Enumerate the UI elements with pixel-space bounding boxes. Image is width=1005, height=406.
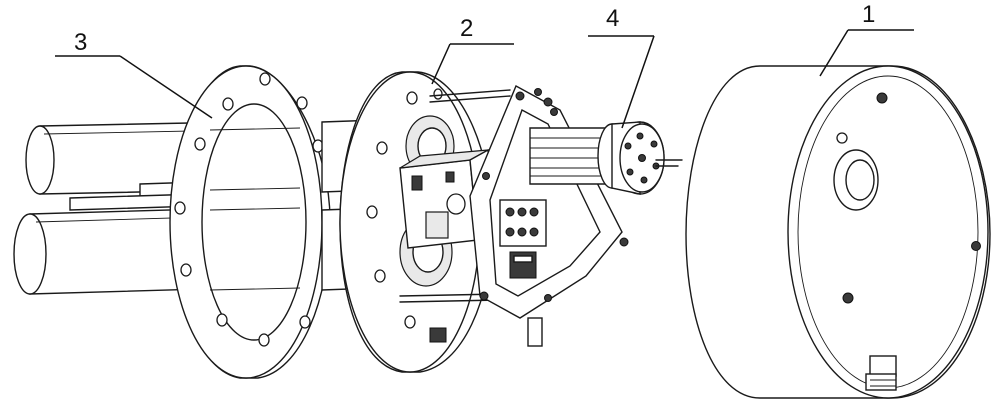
terminal-block (499, 199, 547, 247)
callout-leaders (55, 29, 914, 129)
part-1-end-cover (685, 65, 991, 399)
part-4-element-bundle (529, 121, 683, 195)
callout-3: 3 (74, 29, 87, 56)
callout-4: 4 (606, 5, 619, 32)
callout-2: 2 (460, 15, 473, 42)
part-3-tube-assembly (13, 65, 379, 379)
callout-1: 1 (862, 1, 875, 28)
part-2-mounting-plate-assembly (339, 71, 629, 373)
